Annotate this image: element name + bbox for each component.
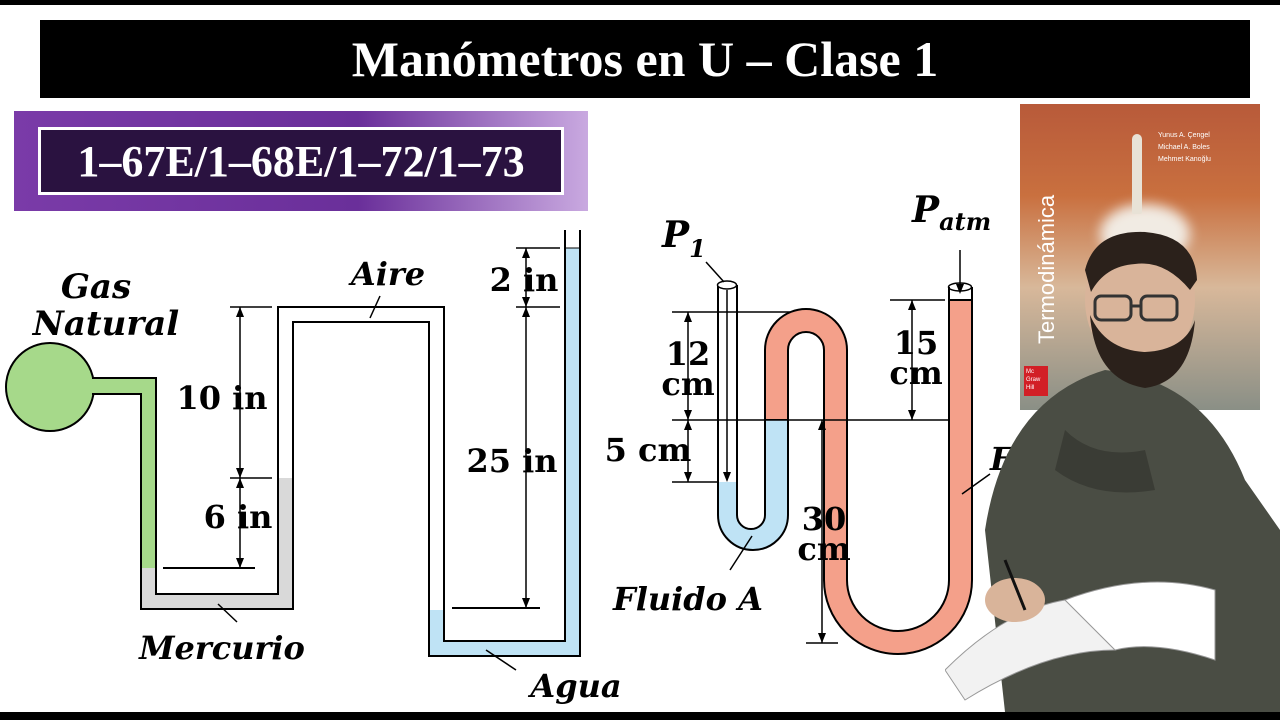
dim-25in: 25 in xyxy=(466,442,557,480)
gas-pipe xyxy=(92,378,156,568)
top-border xyxy=(0,0,1280,5)
publisher-logo: Mc Graw Hill xyxy=(1024,366,1048,396)
label-aire: Aire xyxy=(348,255,425,293)
title-banner: Manómetros en U – Clase 1 xyxy=(40,20,1250,98)
dim-10in: 10 in xyxy=(176,379,267,417)
page-title: Manómetros en U – Clase 1 xyxy=(351,31,939,87)
dim-6in: 6 in xyxy=(204,498,273,536)
diagram-gas-manometer: Gas Natural Aire Mercurio Agua 10 in 6 i… xyxy=(5,230,622,705)
mercury-fill xyxy=(141,478,293,609)
problem-numbers-inner: 1–67E/1–68E/1–72/1–73 xyxy=(38,127,564,195)
dim-15-unit: cm xyxy=(889,354,942,392)
label-gas: Gas xyxy=(61,267,131,307)
dim-5cm: 5 cm xyxy=(605,431,692,469)
dim-12: 12 xyxy=(666,335,711,373)
dim-2in: 2 in xyxy=(490,261,559,299)
label-mercurio: Mercurio xyxy=(138,629,305,667)
pen-icon xyxy=(1003,559,1027,611)
glasses-icon xyxy=(1093,294,1133,322)
problem-numbers-box: 1–67E/1–68E/1–72/1–73 xyxy=(14,111,588,211)
dim-30-unit: cm xyxy=(797,530,850,568)
dim-12-unit: cm xyxy=(661,365,714,403)
dim-15: 15 xyxy=(894,324,939,362)
presenter-figure xyxy=(945,231,1280,712)
presenter-beard xyxy=(1090,315,1195,388)
label-p1: P1 xyxy=(661,214,706,263)
label-fluido-a: Fluido A xyxy=(612,580,763,618)
book-authors: Yunus A. Çengel Michael A. Boles Mehmet … xyxy=(1158,132,1211,163)
rocket-icon xyxy=(1132,134,1142,214)
fluid-a-fill xyxy=(718,420,788,550)
bottom-border xyxy=(0,712,1280,720)
label-agua: Agua xyxy=(527,667,621,705)
label-patm: Patm xyxy=(911,189,991,236)
dim-30: 30 xyxy=(802,500,847,538)
air-tube xyxy=(277,306,445,610)
gas-tank xyxy=(5,342,95,432)
label-natural: Natural xyxy=(32,304,179,344)
fluid-b-tube xyxy=(764,299,973,655)
diagram-u-tube-fluids: P1 Patm Fluido A Fl 12 cm 5 cm 15 cm 30 … xyxy=(605,189,1025,655)
problem-numbers: 1–67E/1–68E/1–72/1–73 xyxy=(77,136,525,186)
